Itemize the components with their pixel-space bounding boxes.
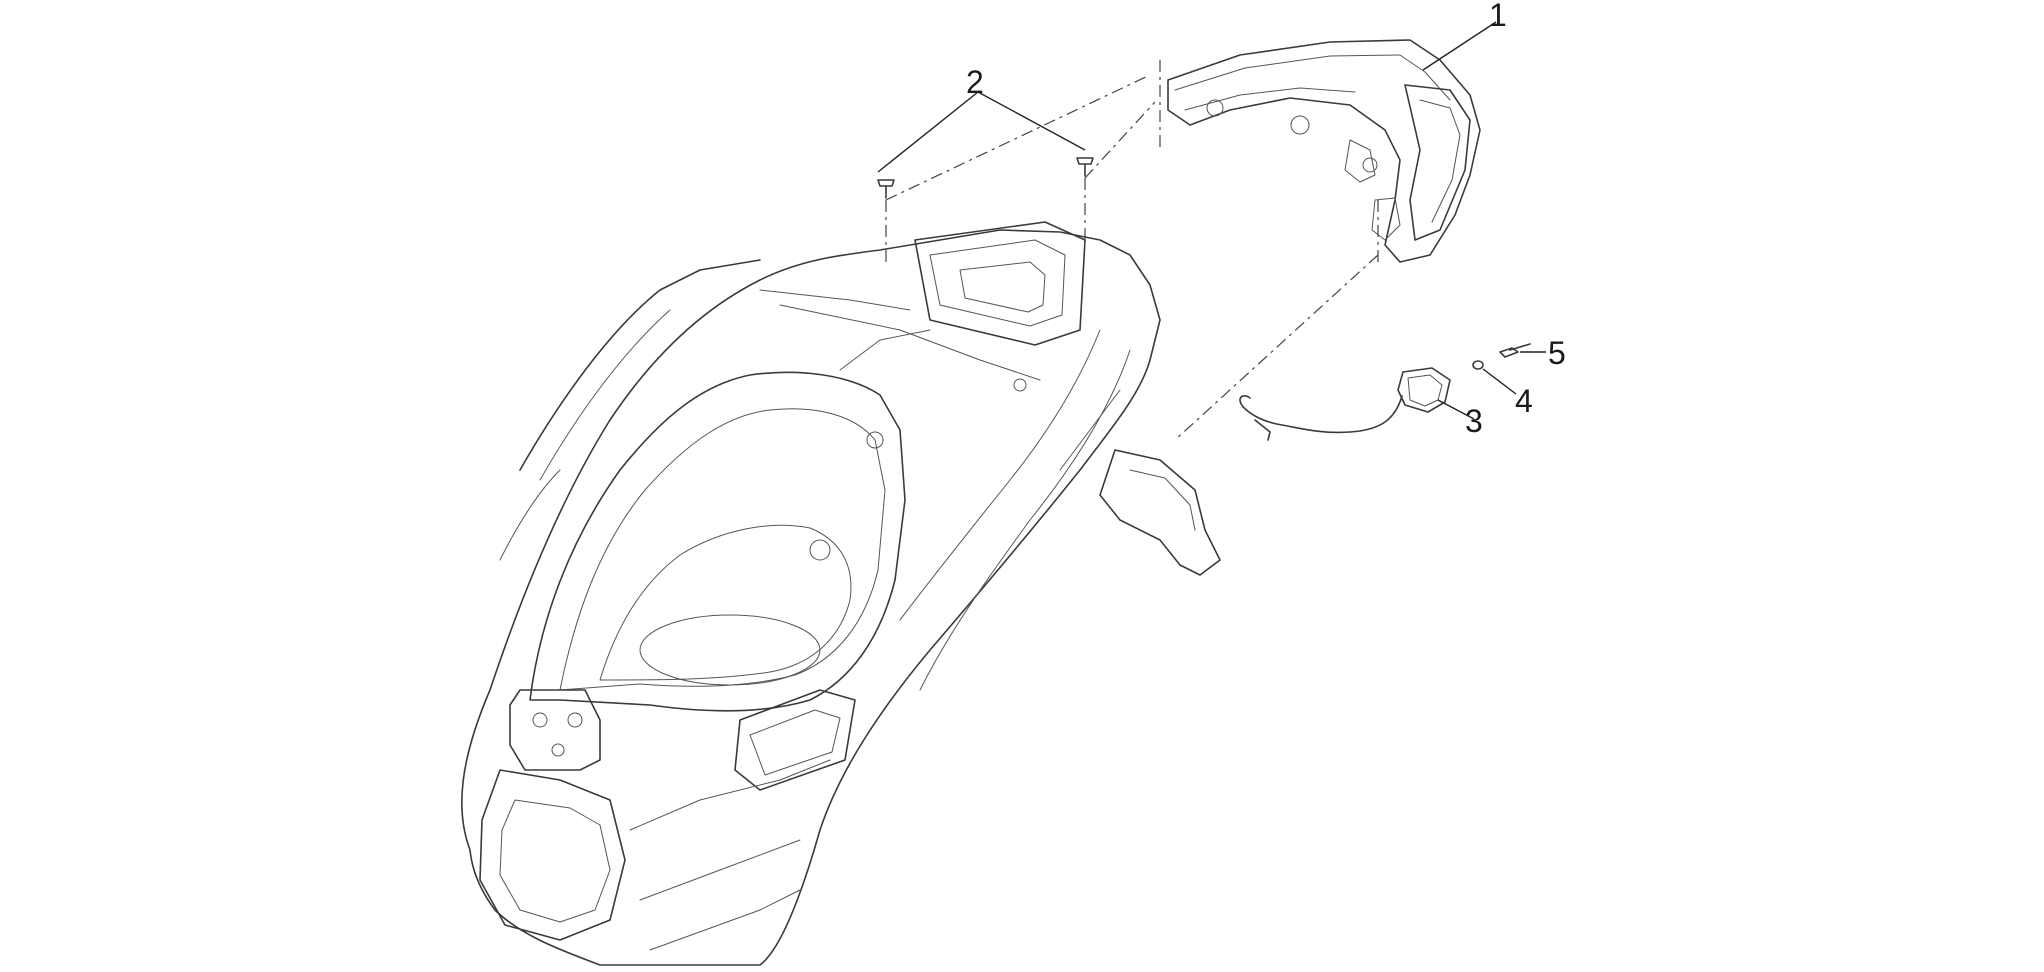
callout-labels: 1 2 3 4 5: [966, 0, 1566, 439]
callout-3: 3: [1465, 403, 1483, 439]
part-2-screws: [877, 157, 1094, 199]
part-5-screw: [1499, 343, 1531, 358]
part-3-plate-light: [1239, 367, 1451, 441]
callout-4: 4: [1515, 383, 1533, 419]
leader-lines: [877, 21, 1546, 420]
callout-1: 1: [1489, 0, 1507, 33]
callout-5: 5: [1548, 335, 1566, 371]
assembly-lines: [885, 60, 1379, 441]
rear-body-shell: [461, 221, 1221, 966]
part-4-washer: [1472, 360, 1484, 370]
part-1-tail-assembly: [1167, 39, 1481, 263]
callout-2: 2: [966, 64, 984, 100]
